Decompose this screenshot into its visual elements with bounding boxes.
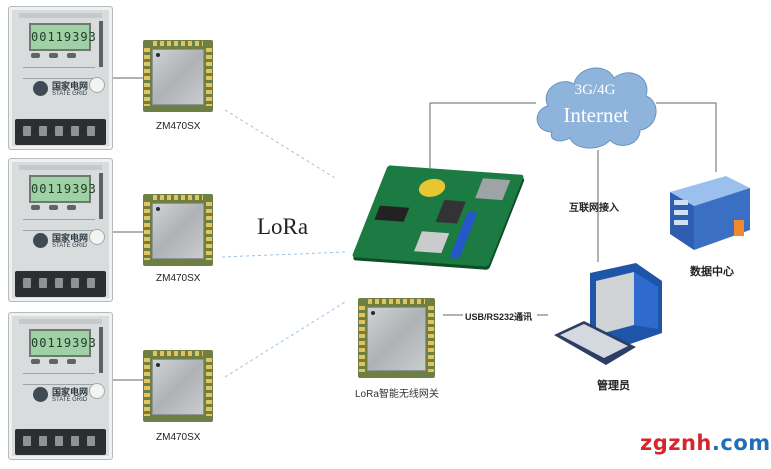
lora-label: LoRa — [257, 214, 309, 239]
cloud-label-internet: Internet — [563, 103, 629, 127]
lora-link-3 — [224, 301, 346, 378]
electricity-meter-2: 00119393 国家电网 STATE GRID — [8, 158, 113, 302]
cloud-label-network: 3G/4G — [574, 82, 616, 98]
meter-display: 00119393 — [29, 23, 96, 51]
state-grid-logo-icon — [33, 387, 48, 402]
computer-icon — [554, 263, 662, 365]
module-label-3: ZM470SX — [156, 432, 201, 443]
data-center-label: 数据中心 — [690, 266, 734, 278]
lora-module-1 — [143, 40, 213, 112]
lora-link-1 — [224, 109, 336, 179]
serial-label: USB/RS232通讯 — [465, 312, 533, 322]
state-grid-logo-icon — [33, 233, 48, 248]
admin-label: 管理员 — [597, 380, 630, 392]
electricity-meter-3: 00119393 国家电网 STATE GRID — [8, 312, 113, 460]
meter-brand-en: STATE GRID — [52, 397, 88, 403]
server-icon — [670, 176, 750, 250]
meter-brand: 国家电网 — [52, 233, 89, 243]
cloud-icon — [536, 67, 657, 149]
lora-module-2 — [143, 194, 213, 266]
electricity-meter-1: 00119393 国家电网 STATE GRID — [8, 6, 113, 150]
module-label-2: ZM470SX — [156, 273, 201, 284]
meter-brand-en: STATE GRID — [52, 243, 88, 249]
meter-display: 00119393 — [29, 329, 96, 357]
gateway-label: LoRa智能无线网关 — [355, 389, 439, 400]
gateway-lora-module — [358, 298, 435, 378]
gateway-cloud-link — [429, 102, 536, 168]
watermark-part1: zgznh — [640, 431, 712, 455]
lora-link-2 — [221, 251, 346, 258]
state-grid-logo-icon — [33, 81, 48, 96]
cloud-datacenter-link — [656, 102, 717, 172]
meter-brand: 国家电网 — [52, 387, 89, 397]
meter-display: 00119393 — [29, 175, 96, 203]
site-watermark: zgznh.com — [640, 431, 771, 455]
meter-brand: 国家电网 — [52, 81, 89, 91]
lora-module-3 — [143, 350, 213, 422]
watermark-part2: .com — [711, 431, 771, 455]
internet-access-label: 互联网接入 — [569, 203, 619, 214]
meter-brand-en: STATE GRID — [52, 91, 88, 97]
module-label-1: ZM470SX — [156, 121, 201, 132]
